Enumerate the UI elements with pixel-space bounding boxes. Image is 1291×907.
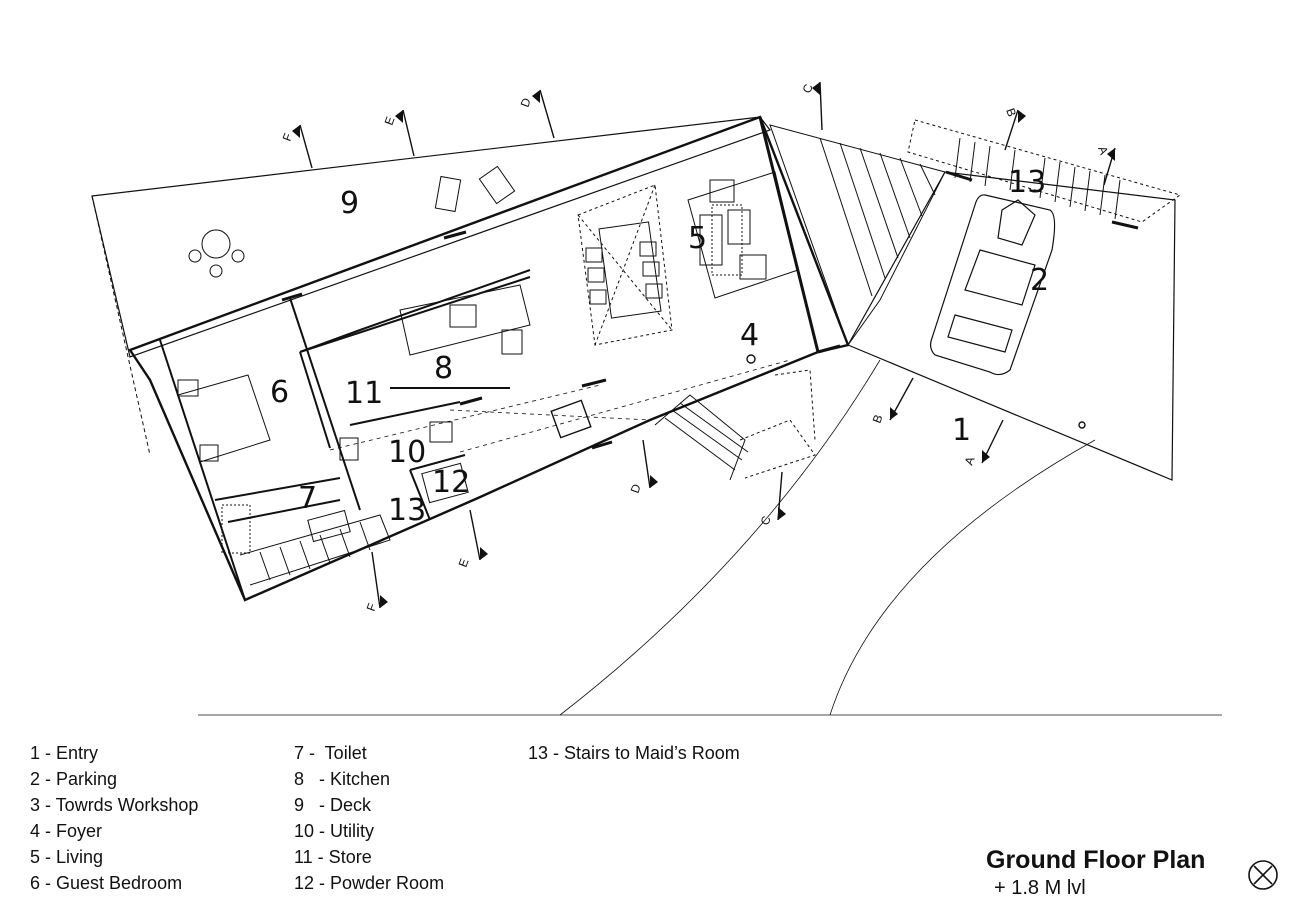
living-furniture: [577, 171, 799, 346]
room-number: 1: [952, 413, 971, 448]
section-letter: C: [758, 514, 774, 527]
column-marker: [746, 354, 756, 364]
section-letter: C: [800, 82, 816, 95]
legend-item: 2 - Parking: [30, 769, 118, 789]
section-letter: D: [518, 96, 534, 109]
north-arrow-icon: [1248, 860, 1278, 890]
legend-item: 1 - Entry: [30, 743, 99, 763]
room-number: 7: [298, 481, 317, 516]
legend-item: 7 - Toilet: [294, 743, 367, 763]
ramp-hatch: [769, 124, 946, 347]
room-number: 9: [340, 186, 359, 221]
section-letter: E: [382, 115, 398, 127]
legend-item: 6 - Guest Bedroom: [30, 873, 183, 893]
room-number: 12: [432, 465, 470, 500]
deck-furniture: [188, 165, 516, 278]
section-lines: [299, 81, 1116, 609]
section-letter: E: [456, 557, 472, 569]
room-number: 8: [434, 351, 453, 386]
section-letter: B: [870, 413, 886, 425]
room-numbers: 9 5 4 8 6 11 10 12 13 7 2 1 13: [270, 165, 1049, 528]
room-number: 11: [345, 376, 383, 411]
legend-item: 8 - Kitchen: [294, 769, 391, 789]
legend-item: 12 - Powder Room: [294, 873, 445, 893]
section-letter: B: [1003, 106, 1019, 118]
deck-outline: [91, 116, 771, 358]
site-contours: [198, 359, 1222, 716]
legend-column: 7 - Toilet 8 - Kitchen 9 - Deck 10 - Uti…: [294, 740, 444, 896]
drawing-title: Ground Floor Plan: [986, 846, 1206, 874]
legend-column: 1 - Entry 2 - Parking 3 - Towrds Worksho…: [30, 740, 198, 896]
parking-slab: [847, 171, 1176, 481]
bed-icon: [177, 374, 271, 463]
section-letter: D: [628, 482, 644, 495]
section-letters: F E D C B A B A D C E F: [280, 82, 1111, 613]
legend-item: 10 - Utility: [294, 821, 375, 841]
room-number: 2: [1030, 263, 1049, 298]
room-number: 6: [270, 375, 289, 410]
sight-lines: [329, 359, 791, 453]
room-number: 13: [388, 493, 426, 528]
legend-item: 11 - Store: [294, 847, 372, 867]
legend-item: 9 - Deck: [294, 795, 372, 815]
legend-item: 13 - Stairs to Maid’s Room: [528, 743, 740, 763]
lower-stair: [221, 504, 391, 586]
interior-walls: [159, 116, 820, 601]
room-number: 13: [1008, 165, 1046, 200]
legend-item: 4 - Foyer: [30, 821, 103, 841]
window-markers: [281, 170, 1139, 450]
kitchen-fixtures: [307, 284, 531, 543]
section-letter: F: [364, 601, 380, 613]
room-number: 10: [388, 435, 426, 470]
legend-item: 3 - Towrds Workshop: [30, 795, 199, 815]
legend-item: 5 - Living: [30, 847, 104, 867]
legend-column: 13 - Stairs to Maid’s Room: [528, 740, 740, 766]
title-block: Ground Floor Plan + 1.8 M lvl: [986, 846, 1205, 900]
building-outline: [128, 115, 850, 602]
central-stair: [654, 369, 816, 481]
section-letter: A: [962, 455, 978, 467]
room-number: 4: [740, 318, 759, 353]
section-flags: [292, 82, 1115, 608]
column-marker: [1078, 421, 1086, 429]
skylight: [550, 399, 592, 439]
room-number: 5: [688, 221, 707, 256]
section-letter: F: [280, 131, 296, 143]
drawing-level: + 1.8 M lvl: [994, 877, 1086, 899]
workshop-stair: [907, 119, 1182, 223]
car-icon: [929, 194, 1056, 376]
